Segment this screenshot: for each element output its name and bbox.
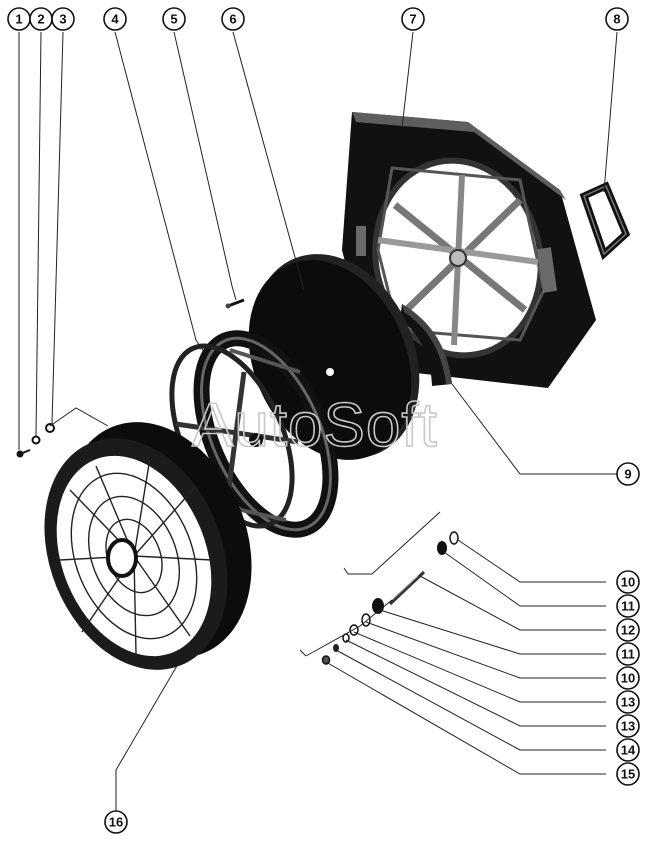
callout-label: 11 [621,599,635,614]
spring-washer-part [45,423,55,433]
front-grille-part [44,422,252,670]
callout-label: 13 [621,695,635,710]
callout-label: 13 [621,719,635,734]
callout-10-top: 10 [616,570,640,594]
callout-16: 16 [104,810,128,834]
callout-label: 10 [621,671,635,686]
handle-part [579,181,631,261]
callout-label: 14 [621,743,636,758]
callout-13-top: 13 [616,690,640,714]
callout-label: 2 [37,12,44,27]
callout-5: 5 [162,7,186,31]
callout-8: 8 [605,7,629,31]
bearing-top-icon [437,541,447,555]
callout-10-bottom: 10 [616,666,640,690]
callout-label: 3 [59,12,66,27]
callout-3: 3 [51,7,75,31]
callout-label: 1 [15,12,22,27]
callout-label: 10 [621,575,635,590]
washer-part [31,435,41,445]
deflector-part [400,304,452,386]
callout-label: 7 [409,12,416,27]
callout-14: 14 [616,738,640,762]
callout-2: 2 [29,7,53,31]
leader-lines [18,31,628,812]
callout-label: 15 [621,767,635,782]
callout-label: 16 [109,815,123,830]
callout-label: 5 [170,12,177,27]
callout-13-bottom: 13 [616,714,640,738]
callout-label: 4 [111,12,119,27]
callout-4: 4 [103,7,127,31]
watermark: AutoSoft [192,391,438,460]
callout-7: 7 [401,7,425,31]
callout-6: 6 [221,7,245,31]
callout-11-top: 11 [616,594,640,618]
callout-label: 8 [613,12,620,27]
callout-9: 9 [616,462,640,486]
callout-12: 12 [616,618,640,642]
callout-1: 1 [7,7,31,31]
callout-15: 15 [616,762,640,786]
shaft-assembly-part [321,531,459,665]
callout-label: 6 [229,12,236,27]
disc-plate-part [248,254,420,460]
pin-part [225,298,245,309]
callout-label: 11 [621,647,635,662]
callout-11-bottom: 11 [616,642,640,666]
callout-label: 12 [621,623,635,638]
callout-label: 9 [624,467,631,482]
screw-part [16,449,31,458]
